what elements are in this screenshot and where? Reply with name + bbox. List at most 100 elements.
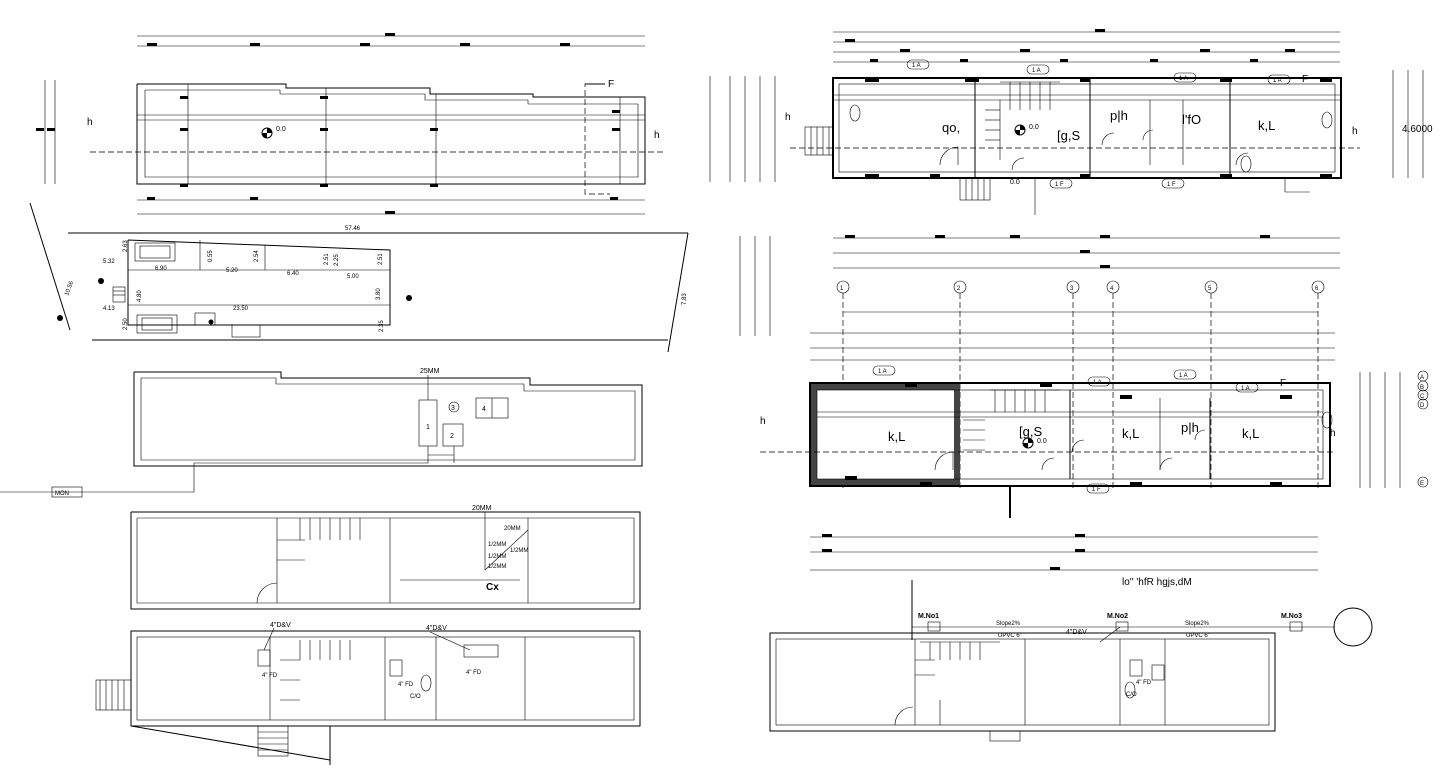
fixture-tag-3: 1/2MM xyxy=(510,548,528,554)
cleanout-left: C/O xyxy=(410,694,421,700)
ff-room-4: p|h xyxy=(1181,420,1199,435)
ff-room-3: k,L xyxy=(1122,426,1139,441)
fixture-tag-5: 1/2MM xyxy=(488,564,506,570)
slope-label-2: Slope2% xyxy=(1185,621,1210,627)
ff-room-1: k,L xyxy=(888,429,905,444)
site-dim-2-63: 2.63 xyxy=(123,240,129,252)
main-pipe-size: 25MM xyxy=(420,368,440,375)
grid-e: E xyxy=(1420,481,1424,487)
site-plan: 57.46 6.90 5.20 6.40 5.00 23.50 5.32 4.1… xyxy=(29,202,689,353)
grid-5: 5 xyxy=(1208,286,1212,292)
water-supply-plan: MON 25MM 1 2 3 4 xyxy=(0,368,643,498)
site-dim-5-32: 5.32 xyxy=(103,259,115,265)
site-dim-2-54: 2.54 xyxy=(254,250,260,262)
tank-2: 2 xyxy=(450,433,454,440)
fixture-tag-4: 1/2MM xyxy=(488,554,506,560)
drainage-plan-right: M.No1 M.No2 M.No3 Slope2% UPVC 6" Slope2… xyxy=(769,580,1373,742)
site-dim-23-50: 23.50 xyxy=(233,306,249,312)
gf-level-entry: 0.0 xyxy=(1010,179,1020,186)
section-cut-left: h xyxy=(87,117,93,128)
gf-door-tag-2: 1 A xyxy=(1032,68,1041,74)
stack-label-1: 4"D&V xyxy=(270,622,291,629)
grid-bubbles-alpha: A B C D E xyxy=(1417,370,1429,488)
grid-3: 3 xyxy=(1070,286,1074,292)
site-dim-4-80: 4.80 xyxy=(137,290,143,302)
gf-room-3: p|h xyxy=(1110,108,1128,123)
gf-door-tag-4: 1 A xyxy=(1273,78,1282,84)
gf-level: 0.0 xyxy=(1029,124,1039,131)
grid-6: 6 xyxy=(1315,286,1319,292)
branch-pipe-size: 20MM xyxy=(472,505,492,512)
tank-1: 1 xyxy=(426,424,430,431)
cleanout-right: C/O xyxy=(1126,692,1137,698)
fixture-tag-2: 1/2MM xyxy=(488,542,506,548)
site-dim-0-55: 0.55 xyxy=(208,250,214,262)
floor-drain-3: 4" FD xyxy=(466,670,482,676)
stack-label-right: 4"D&V xyxy=(1066,629,1087,636)
pipe-label-1: UPVC 6" xyxy=(998,633,1022,639)
ff-caption: lo'' 'hfR hgjs,dM xyxy=(1122,577,1192,588)
ff-section-right: h xyxy=(1330,428,1336,439)
section-cut-right: h xyxy=(654,130,660,141)
ff-room-2: [g,S xyxy=(1019,424,1042,439)
pipe-label-2: UPVC 6" xyxy=(1186,633,1210,639)
site-dim-4-13: 4.13 xyxy=(103,306,115,312)
ff-level: 0.0 xyxy=(1037,438,1047,445)
water-meter-label: MON xyxy=(55,491,69,497)
roof-level-label: 0.0 xyxy=(276,126,286,133)
gf-door-tag-3: 1 A xyxy=(1179,76,1188,82)
site-dim-5-20: 5.20 xyxy=(226,268,238,274)
upper-plumbing-plan: 20MM 20MM 1/2MM 1/2MM 1/2MM 1/2MM Cx xyxy=(130,505,641,610)
fixture-tag-1: 20MM xyxy=(504,526,521,532)
site-overall-dim: 57.46 xyxy=(345,226,361,232)
gf-door-tag-6: 1 F xyxy=(1167,182,1176,188)
slope-label-1: Slope2% xyxy=(996,621,1021,627)
tank-4: 4 xyxy=(482,406,486,413)
gf-section-right: h xyxy=(1352,126,1358,137)
grid-b: B xyxy=(1420,385,1424,391)
grid-a: A xyxy=(1420,375,1424,381)
ff-door-tag-2: 1 A xyxy=(1093,380,1102,386)
floor-drain-2: 4" FD xyxy=(398,682,414,688)
gf-section-left: h xyxy=(785,112,791,123)
site-dim-2-51a: 2.51 xyxy=(324,253,330,265)
gf-room-2: [g,S xyxy=(1057,128,1080,143)
ground-floor-plan: 0.0 0.0 qo, [g,S p|h l'fO k,L h h 4.6000… xyxy=(709,29,1433,215)
gf-room-4: l'fO xyxy=(1182,112,1201,127)
gf-door-tag-1: 1 A xyxy=(912,63,921,69)
first-floor-plan: 1 2 3 4 5 6 A B C D E xyxy=(739,235,1429,588)
grid-4: 4 xyxy=(1110,286,1114,292)
site-dim-2-25: 2.25 xyxy=(334,254,340,266)
gf-view-label: F xyxy=(1302,74,1308,85)
view-arrow-label: F xyxy=(608,79,614,90)
drainage-plan-left: 4"D&V 4"D&V 4" FD 4" FD 4" FD C/O xyxy=(95,622,641,765)
gf-room-1: qo, xyxy=(942,120,960,135)
tank-3: 3 xyxy=(451,405,455,412)
cx-tag: Cx xyxy=(486,582,499,593)
manhole-1: M.No1 xyxy=(918,613,939,620)
ff-door-tag-1: 1 A xyxy=(878,369,887,375)
site-dim-5-00: 5.00 xyxy=(347,274,359,280)
site-dim-6-40: 6.40 xyxy=(287,271,299,277)
grid-d: D xyxy=(1420,403,1425,409)
site-dim-3-80: 3.80 xyxy=(376,288,382,300)
floor-drain-1: 4" FD xyxy=(262,673,278,679)
grid-bubbles-numeric: 1 2 3 4 5 6 xyxy=(836,280,1325,294)
site-dim-2-51b: 2.51 xyxy=(378,253,384,265)
ff-door-tags: 1 A 1 A 1 A 1 A 1 F xyxy=(872,365,1259,494)
roof-plan: 0.0 h h F xyxy=(36,33,665,215)
gf-level-right: 4.6000 xyxy=(1402,124,1433,135)
manhole-3: M.No3 xyxy=(1281,613,1302,620)
ff-section-left: h xyxy=(760,416,766,427)
ff-room-5: k,L xyxy=(1242,426,1259,441)
ff-door-tag-5: 1 F xyxy=(1092,487,1101,493)
manhole-2: M.No2 xyxy=(1107,613,1128,620)
grid-1: 1 xyxy=(840,286,844,292)
grid-2: 2 xyxy=(957,286,961,292)
site-dim-2-35: 2.35 xyxy=(379,320,385,332)
ff-door-tag-3: 1 A xyxy=(1179,373,1188,379)
gf-door-tags: 1 A 1 A 1 A 1 A 1 F 1 F xyxy=(906,59,1291,189)
gf-room-5: k,L xyxy=(1258,118,1275,133)
grid-c: C xyxy=(1420,394,1425,400)
